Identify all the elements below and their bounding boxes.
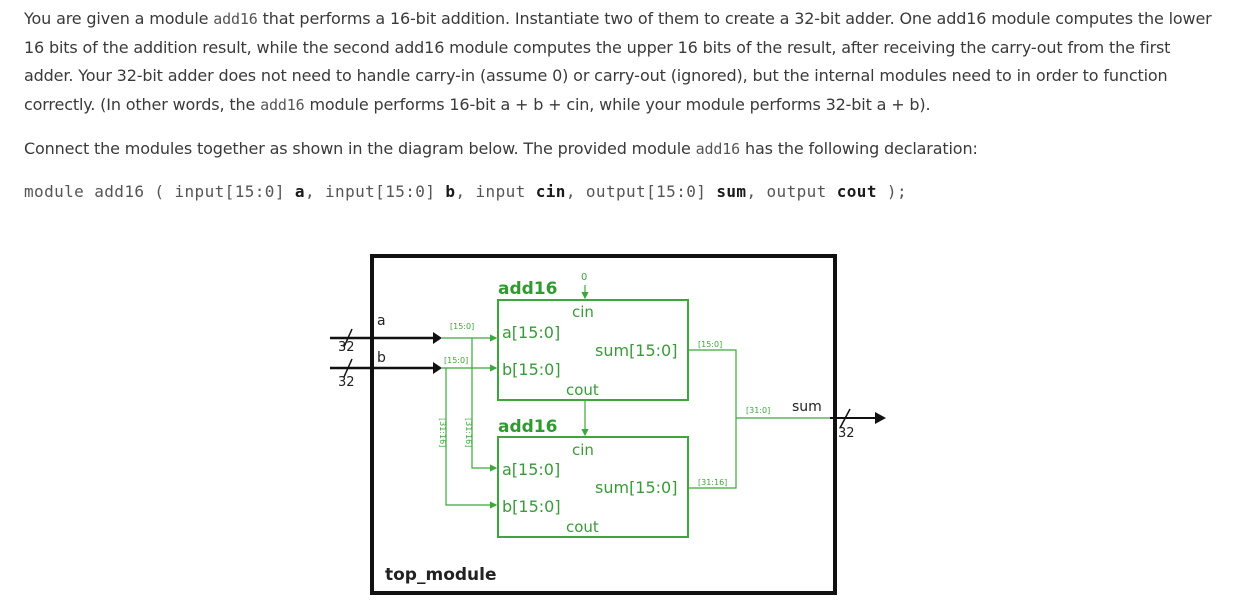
adder2-port-cout: cout <box>566 518 599 536</box>
adder2-title: add16 <box>498 417 557 437</box>
width-sum: 32 <box>838 426 855 441</box>
text-run: module performs 16-bit a + b + cin, whil… <box>304 94 931 114</box>
code-port-sum: sum <box>716 182 747 201</box>
top-module-label: top_module <box>385 565 497 585</box>
text-run: You are given a module <box>24 9 214 28</box>
adder1-port-a: a[15:0] <box>502 323 560 342</box>
slice-a-high: [31:16] <box>464 418 473 447</box>
label-a: a <box>377 313 386 329</box>
code-token: , input <box>455 182 536 201</box>
module-declaration: module add16 ( input[15:0] a, input[15:0… <box>24 178 907 206</box>
adder2-port-a: a[15:0] <box>502 460 560 479</box>
slice-sum-full: [31:0] <box>746 406 770 415</box>
code-token: , output <box>746 182 837 201</box>
width-a: 32 <box>338 340 355 355</box>
code-port-cin: cin <box>535 182 566 201</box>
bus-slash <box>343 358 353 378</box>
slice-sum-low: [15:0] <box>698 340 722 349</box>
adder1-port-b: b[15:0] <box>502 360 561 379</box>
label-b: b <box>377 350 386 366</box>
label-sum: sum <box>792 399 822 415</box>
code-port-b: b <box>445 182 456 201</box>
inline-code-add16: add16 <box>260 95 305 114</box>
slice-b-low: [15:0] <box>444 356 468 365</box>
slice-a-low: [15:0] <box>450 322 474 331</box>
adder1-title: add16 <box>498 279 557 299</box>
width-b: 32 <box>338 375 355 390</box>
connect-paragraph: Connect the modules together as shown in… <box>24 135 1219 164</box>
bus-slash <box>343 328 353 348</box>
arrowhead <box>433 362 442 374</box>
adder1-port-cout: cout <box>566 381 599 399</box>
adder-diagram: a b 32 32 32 sum [15:0] [15:0] [15:0] [3… <box>330 254 886 595</box>
adder2-port-sum: sum[15:0] <box>595 478 677 497</box>
text-run: has the following declaration: <box>740 139 978 158</box>
intro-paragraph: You are given a module add16 that perfor… <box>24 5 1219 119</box>
slice-sum-high: [31:16] <box>698 478 727 487</box>
arrowhead <box>433 332 442 344</box>
inline-code-add16: add16 <box>695 140 741 158</box>
bus-slash <box>839 408 851 429</box>
adder2-box <box>497 436 689 538</box>
code-token: , output[15:0] <box>565 182 717 201</box>
code-port-a: a <box>294 182 305 201</box>
adder2-port-b: b[15:0] <box>502 497 561 516</box>
carry-in-const: 0 <box>581 272 587 283</box>
code-token: ); <box>876 182 907 201</box>
top-module-frame <box>370 254 837 595</box>
code-port-cout: cout <box>836 182 877 201</box>
adder1-port-sum: sum[15:0] <box>595 341 677 360</box>
adder1-port-cin: cin <box>572 303 594 321</box>
slice-b-high: [31:16] <box>438 418 447 447</box>
inline-code-add16: add16 <box>213 10 258 28</box>
adder2-port-cin: cin <box>572 441 594 459</box>
text-run: that performs a 16-bit addition. Instant… <box>24 9 1212 114</box>
code-token: , input[15:0] <box>304 182 446 201</box>
code-token: module add16 ( input[15:0] <box>24 182 295 201</box>
arrowhead <box>875 412 886 424</box>
text-run: Connect the modules together as shown in… <box>24 139 696 158</box>
